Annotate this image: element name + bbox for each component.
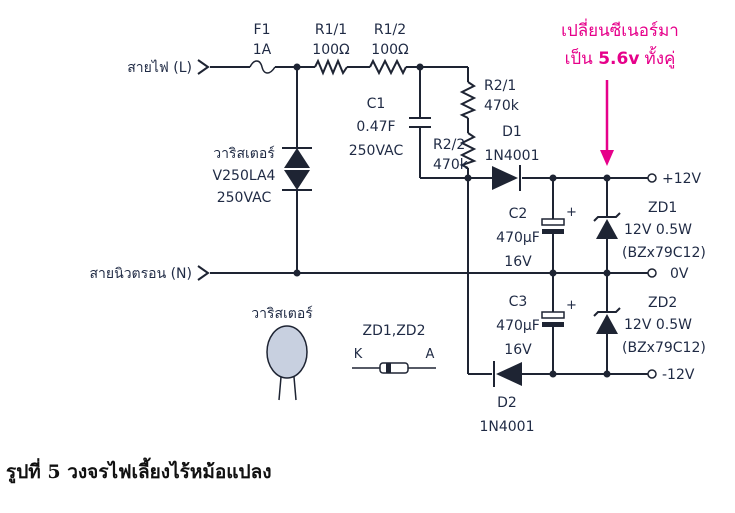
note-arrow (600, 80, 614, 166)
zener-part-drawing (352, 362, 436, 374)
live-input-arrow (197, 59, 210, 75)
r11-value: 100Ω (312, 42, 350, 58)
junction-dots (293, 63, 611, 378)
note-line2-suffix: ทั้งคู่ (645, 46, 676, 69)
r12-label: R1/2 (374, 22, 406, 38)
zd2-label: ZD2 (648, 295, 677, 311)
c2-label: C2 (509, 206, 528, 222)
zener-k-label: K (354, 347, 363, 362)
f1-rating: 1A (253, 42, 272, 58)
neutral-input-arrow (197, 265, 210, 281)
r21-label: R2/1 (484, 78, 516, 94)
varistor-part-drawing (266, 325, 308, 401)
zd1-part: (BZx79C12) (622, 245, 706, 261)
note-line2: เป็น 5.6v ทั้งคู่ (565, 46, 676, 69)
r22-label: R2/2 (433, 137, 465, 153)
d2-part: 1N4001 (479, 419, 534, 435)
r12-value: 100Ω (371, 42, 409, 58)
d1-label: D1 (502, 124, 522, 140)
zd1-spec: 12V 0.5W (624, 222, 692, 238)
terminal-pos12 (647, 173, 657, 183)
c2-plus: + (566, 205, 577, 220)
diode-d2 (493, 361, 522, 387)
resistor-r11 (314, 58, 348, 76)
fuse-symbol (249, 60, 276, 74)
diode-d1 (492, 165, 521, 191)
resistor-r21 (459, 81, 477, 119)
live-label: สายไฟ (L) (127, 59, 192, 76)
c2-voltage: 16V (504, 254, 532, 270)
terminal-neg12 (647, 369, 657, 379)
zener-zd1 (593, 212, 621, 239)
out-neg12-label: -12V (662, 367, 695, 383)
zd2-part: (BZx79C12) (622, 340, 706, 356)
note-line2-prefix: เป็น (565, 47, 599, 69)
out-pos12-label: +12V (662, 171, 702, 187)
c1-voltage: 250VAC (349, 143, 404, 159)
varistor-name: วาริสเตอร์ (213, 145, 275, 162)
wiring (210, 66, 648, 375)
note-line2-value: 5.6v (598, 49, 639, 69)
zener-legend-label: ZD1,ZD2 (362, 323, 425, 339)
c3-plus: + (566, 298, 577, 313)
note-line1: เปลี่ยนซีเนอร์มา (561, 18, 679, 41)
r22-value: 470k (433, 157, 469, 173)
c3-voltage: 16V (504, 342, 532, 358)
capacitor-c3 (541, 311, 565, 327)
zd1-label: ZD1 (648, 200, 677, 216)
c1-label: C1 (367, 96, 386, 112)
d1-part: 1N4001 (484, 148, 539, 164)
zener-zd2 (593, 307, 621, 334)
neutral-label: สายนิวตรอน (N) (90, 266, 192, 282)
c3-label: C3 (509, 294, 528, 310)
r11-label: R1/1 (315, 22, 347, 38)
figure-caption: รูปที่ 5 วงจรไฟเลี้ยงไร้หม้อแปลง (6, 457, 272, 484)
c3-value: 470μF (496, 318, 540, 334)
capacitor-c2 (541, 218, 565, 234)
varistor-legend-label: วาริสเตอร์ (251, 305, 313, 322)
varistor-part: V250LA4 (213, 168, 276, 184)
terminal-0v (647, 268, 657, 278)
resistor-r12 (369, 58, 407, 76)
f1-label: F1 (254, 22, 271, 38)
varistor-voltage: 250VAC (217, 190, 272, 206)
c1-value: 0.47F (356, 119, 395, 135)
zd2-spec: 12V 0.5W (624, 317, 692, 333)
varistor-symbol (282, 147, 312, 191)
out-0v-label: 0V (670, 266, 689, 282)
d2-label: D2 (497, 395, 517, 411)
c2-value: 470μF (496, 230, 540, 246)
resistor-r22 (459, 132, 477, 169)
zener-a-label: A (426, 347, 435, 362)
capacitor-c1 (409, 117, 431, 128)
r21-value: 470k (484, 98, 520, 114)
